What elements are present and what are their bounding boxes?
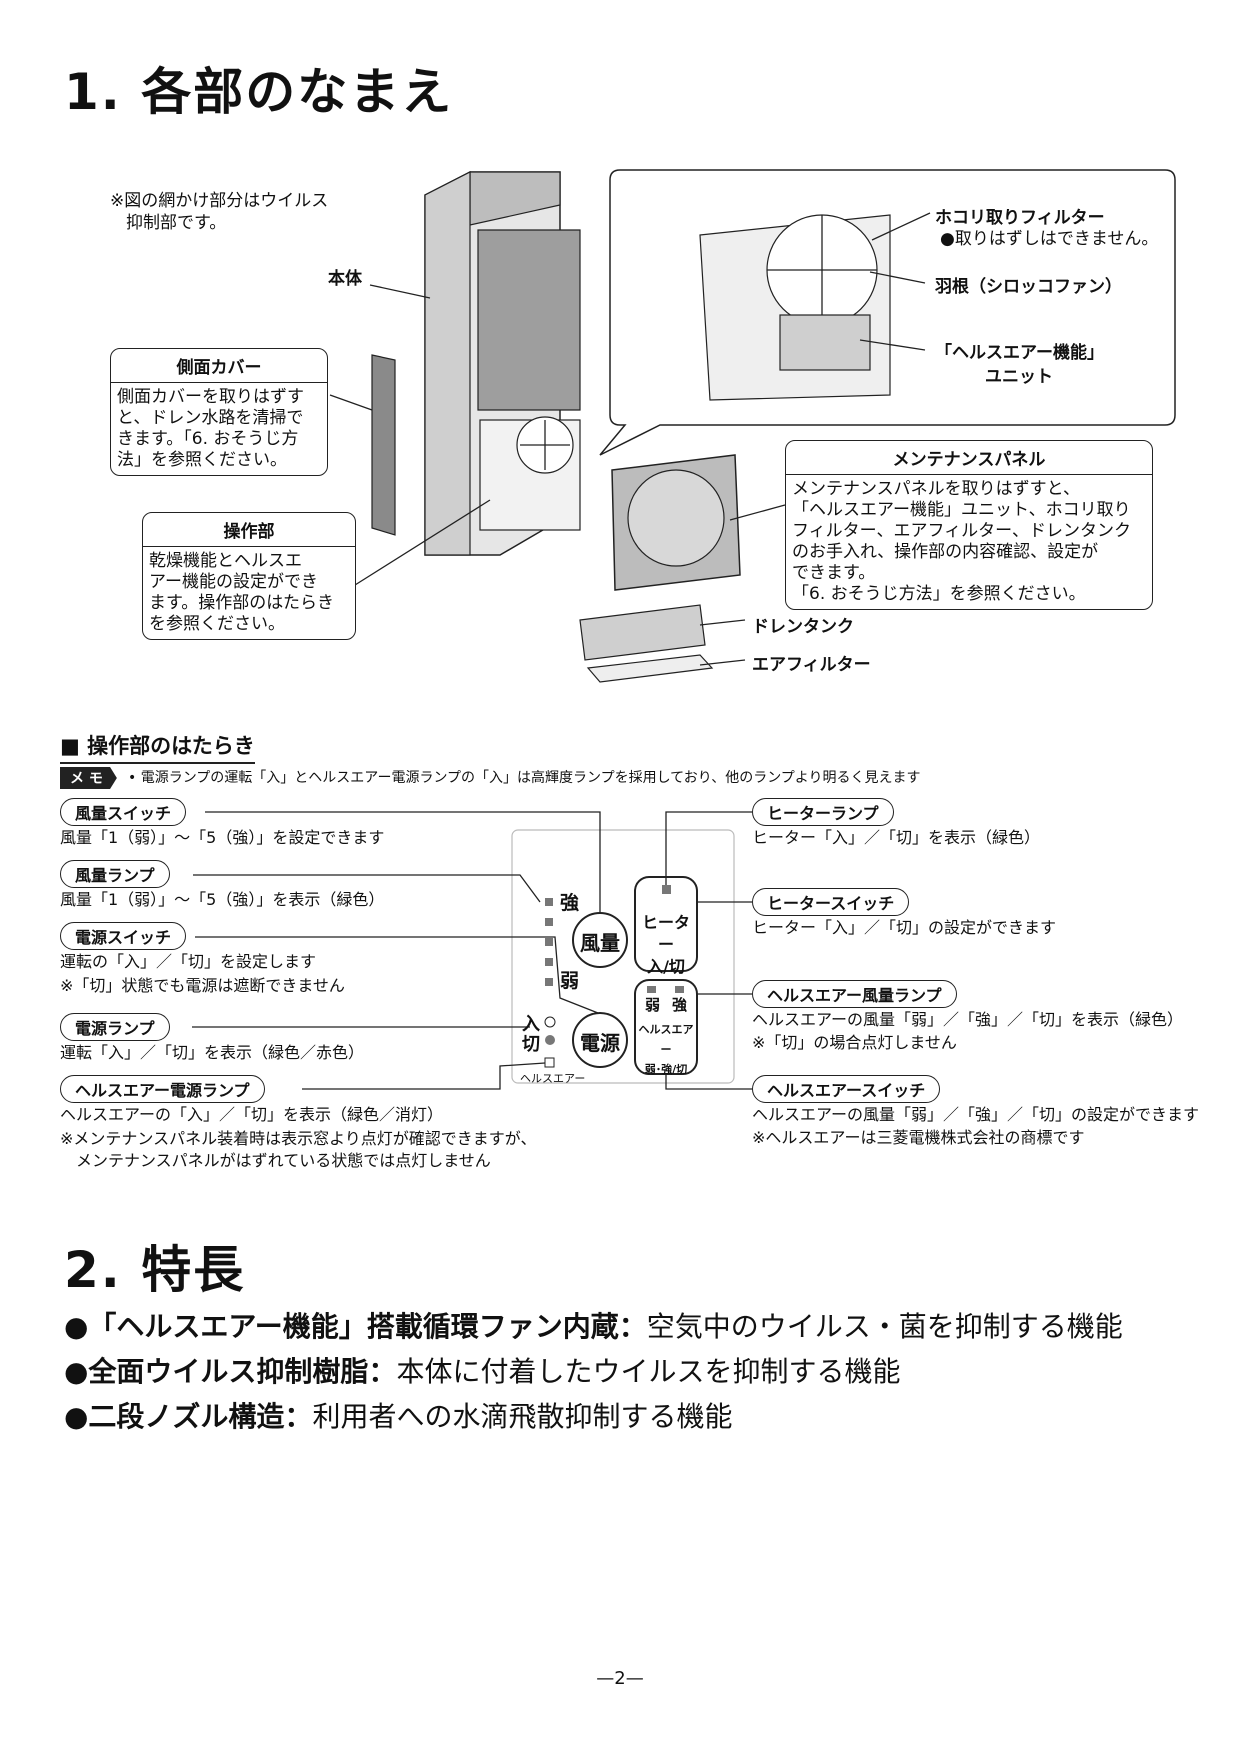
maintenance-panel-line: メンテナンスパネルを取りはずすと、 — [792, 479, 1080, 499]
heater-button-label: 入/切 — [647, 957, 685, 976]
side-cover-line: と、ドレン水路を清掃で — [117, 408, 304, 428]
label-dust-filter-note: ●取りはずしはできません。 — [940, 229, 1159, 249]
feature-text: 空気中のウイルス・菌を抑制する機能 — [646, 1310, 1123, 1343]
label-health-air-unit: 「ヘルスエアー機能」 — [935, 343, 1104, 363]
side-cover-body: 側面カバーを取りはずす と、ドレン水路を清掃で きます。「6. おそうじ方 法」… — [111, 383, 327, 475]
maintenance-panel-callout: メンテナンスパネル メンテナンスパネルを取りはずすと、 「ヘルスエアー機能」ユニ… — [785, 440, 1153, 610]
memo-text: • 電源ランプの運転「入」とヘルスエアー電源ランプの「入」は高輝度ランプを採用し… — [128, 770, 921, 786]
shading-note-line: ※図の網かけ部分はウイルス — [110, 191, 329, 211]
pill-heater-switch: ヒータースイッチ — [752, 888, 910, 916]
desc-health-air-power-lamp-note: ※メンテナンスパネル装着時は表示窓より点灯が確認できますが、 — [60, 1129, 537, 1148]
feature-name: ●二段ノズル構造： — [64, 1400, 313, 1433]
drain-tank-shape — [579, 604, 706, 661]
pill-heater-lamp: ヒーターランプ — [752, 798, 894, 826]
desc-health-air-fan-lamp: ヘルスエアーの風量「弱」／「強」／「切」を表示（緑色） — [752, 1010, 1184, 1029]
maintenance-panel-body: メンテナンスパネルを取りはずすと、 「ヘルスエアー機能」ユニット、ホコリ取り フ… — [786, 475, 1152, 609]
desc-power-switch-note: ※「切」状態でも電源は遮断できません — [60, 976, 345, 995]
maintenance-panel-line: できます。 — [792, 563, 876, 583]
page-number: —2— — [596, 1668, 644, 1689]
desc-fan-switch: 風量「1（弱）」～「5（強）」を設定できます — [60, 828, 385, 847]
memo-tag: メ モ — [60, 767, 117, 789]
panel-strong-label: 強 — [560, 892, 580, 914]
label-fan: 羽根（シロッコファン） — [935, 277, 1122, 297]
control-unit-callout: 操作部 乾燥機能とヘルスエ アー機能の設定ができ ます。操作部のはたらき を参照… — [142, 512, 356, 640]
desc-health-air-power-lamp: ヘルスエアーの「入」／「切」を表示（緑色／消灯） — [60, 1105, 444, 1124]
maintenance-panel-line: 「ヘルスエアー機能」ユニット、ホコリ取り — [792, 500, 1131, 520]
side-cover-line: 側面カバーを取りはずす — [117, 387, 304, 407]
panel-off-label: 切 — [522, 1034, 540, 1055]
feature-item: ●「ヘルスエアー機能」搭載循環ファン内蔵：空気中のウイルス・菌を抑制する機能 — [64, 1305, 1123, 1345]
heater-button[interactable]: ヒーター 入/切 — [635, 912, 697, 978]
feature-text: 利用者への水滴飛散抑制する機能 — [312, 1400, 733, 1433]
label-drain-tank: ドレンタンク — [752, 617, 854, 637]
heater-button-label: ヒーター — [641, 913, 690, 954]
pill-power-switch: 電源スイッチ — [60, 922, 187, 950]
feature-item: ●二段ノズル構造：利用者への水滴飛散抑制する機能 — [64, 1395, 732, 1435]
side-cover-shape — [371, 354, 396, 536]
label-health-air-unit-2: ユニット — [985, 367, 1053, 387]
health-air-button-label: 弱･強/切 — [644, 1063, 688, 1076]
label-air-filter: エアフィルター — [752, 655, 871, 675]
pill-fan-switch: 風量スイッチ — [60, 798, 187, 826]
section1-title: 1. 各部のなまえ — [64, 63, 454, 121]
control-unit-line: ます。操作部のはたらき — [149, 593, 334, 613]
desc-power-lamp: 運転「入」／「切」を表示（緑色／赤色） — [60, 1043, 365, 1062]
panel-circle-shape — [627, 469, 725, 567]
control-unit-line: を参照ください。 — [149, 614, 285, 634]
feature-name: ●全面ウイルス抑制樹脂： — [64, 1355, 397, 1388]
panel-weak-label: 弱 — [560, 970, 580, 992]
body-side-shape — [424, 171, 471, 556]
feature-item: ●全面ウイルス抑制樹脂：本体に付着したウイルスを抑制する機能 — [64, 1350, 900, 1390]
control-unit-line: アー機能の設定ができ — [149, 572, 318, 592]
shading-note: ※図の網かけ部分はウイルス 抑制部です。 — [110, 190, 328, 234]
pill-power-lamp: 電源ランプ — [60, 1013, 170, 1041]
maintenance-panel-line: 「6. おそうじ方法」を参照ください。 — [792, 584, 1086, 604]
feature-name: ●「ヘルスエアー機能」搭載循環ファン内蔵： — [64, 1310, 647, 1343]
label-dust-filter: ホコリ取りフィルター — [935, 208, 1105, 228]
desc-fan-lamp: 風量「1（弱）」～「5（強）」を表示（緑色） — [60, 890, 385, 909]
panel-on-label: 入 — [522, 1014, 540, 1035]
control-unit-line: 乾燥機能とヘルスエ — [149, 551, 302, 571]
zoom-ha-unit-shape — [779, 314, 871, 371]
control-panel-diagram — [192, 811, 752, 1090]
air-filter-shape — [586, 654, 714, 683]
desc-power-switch: 運転の「入」／「切」を設定します — [60, 952, 317, 971]
control-unit-body: 乾燥機能とヘルスエ アー機能の設定ができ ます。操作部のはたらき を参照ください… — [143, 547, 355, 639]
label-body: 本体 — [328, 269, 362, 289]
desc-heater-lamp: ヒーター「入」／「切」を表示（緑色） — [752, 828, 1041, 847]
desc-health-air-switch: ヘルスエアーの風量「弱」／「強」／「切」の設定ができます — [752, 1105, 1200, 1124]
ha-strong-label: 強 — [672, 996, 688, 1014]
desc-health-air-fan-lamp-note: ※「切」の場合点灯しません — [752, 1033, 957, 1052]
side-cover-callout: 側面カバー 側面カバーを取りはずす と、ドレン水路を清掃で きます。「6. おそ… — [110, 348, 328, 476]
controls-heading: ■ 操作部のはたらき — [60, 730, 255, 764]
front-panel-shape — [477, 229, 581, 411]
power-button[interactable]: 電源 — [580, 1031, 620, 1055]
pill-health-air-fan-lamp: ヘルスエアー風量ランプ — [752, 980, 957, 1008]
desc-trademark-note: ※ヘルスエアーは三菱電機株式会社の商標です — [752, 1128, 1085, 1147]
maintenance-panel-title: メンテナンスパネル — [786, 441, 1152, 475]
shading-note-line: 抑制部です。 — [126, 213, 227, 233]
ha-weak-label: 弱 — [645, 996, 661, 1014]
control-unit-title: 操作部 — [143, 513, 355, 547]
product-illustration — [329, 169, 1176, 683]
health-air-button[interactable]: ヘルスエアー 弱･強/切 — [635, 1020, 697, 1080]
side-cover-title: 側面カバー — [111, 349, 327, 383]
desc-health-air-power-lamp-note2: メンテナンスパネルがはずれている状態では点灯しません — [60, 1151, 491, 1170]
side-cover-line: 法」を参照ください。 — [117, 450, 287, 470]
feature-text: 本体に付着したウイルスを抑制する機能 — [396, 1355, 901, 1388]
pill-fan-lamp: 風量ランプ — [60, 860, 170, 888]
pill-health-air-switch: ヘルスエアースイッチ — [752, 1075, 941, 1103]
desc-heater-switch: ヒーター「入」／「切」の設定ができます — [752, 918, 1057, 937]
side-cover-line: きます。「6. おそうじ方 — [117, 429, 299, 449]
health-air-button-label: ヘルスエアー — [638, 1023, 694, 1056]
maintenance-panel-line: フィルター、エアフィルター、ドレンタンク — [792, 521, 1131, 541]
section2-title: 2. 特長 — [64, 1241, 246, 1299]
fan-button[interactable]: 風量 — [580, 931, 620, 955]
panel-health-air-small-label: ヘルスエアー — [520, 1072, 586, 1085]
pill-health-air-power-lamp: ヘルスエアー電源ランプ — [60, 1075, 265, 1103]
maintenance-panel-line: のお手入れ、操作部の内容確認、設定が — [792, 542, 1099, 562]
